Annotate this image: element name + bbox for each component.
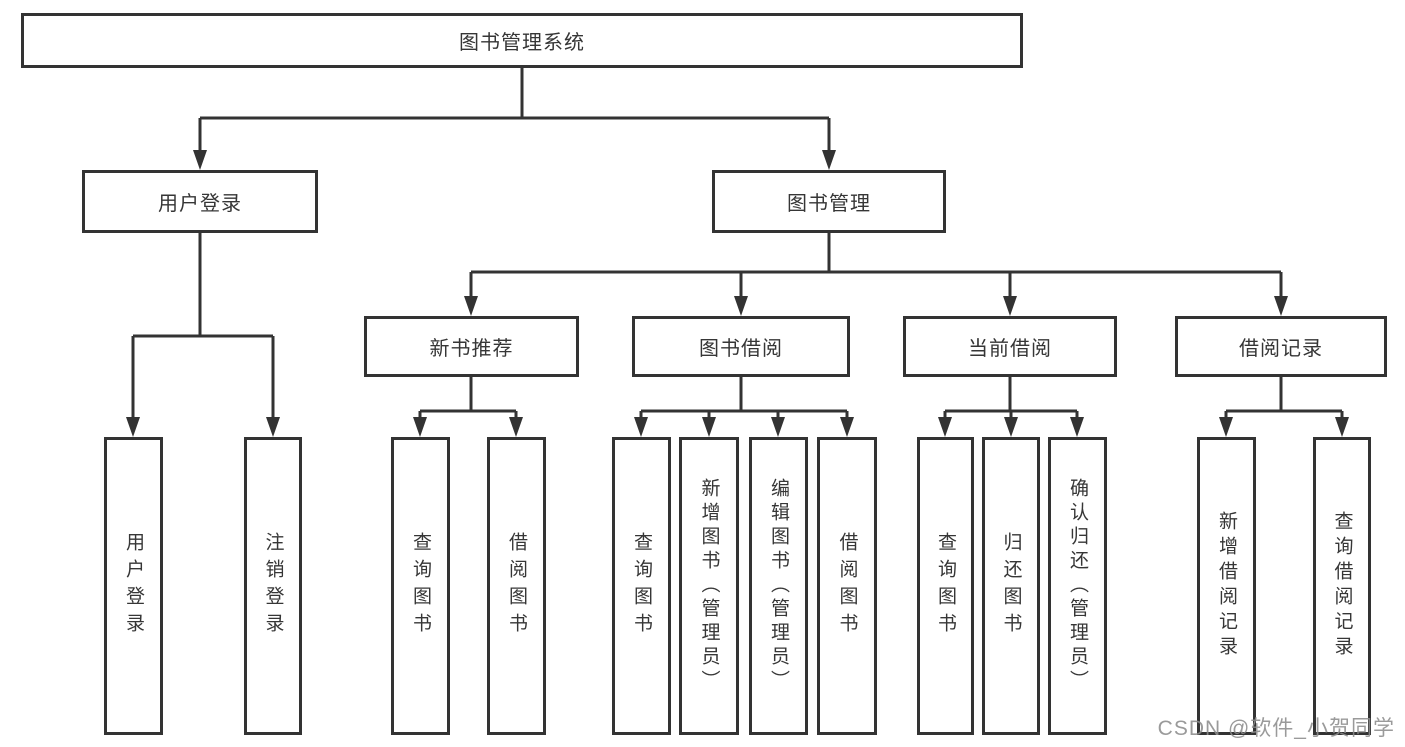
node-query-books-current: 查询图书 bbox=[917, 437, 974, 735]
node-query-borrow-record: 查询借阅记录 bbox=[1313, 437, 1371, 735]
arrowheads bbox=[126, 150, 1349, 437]
node-book-borrowing: 图书借阅 bbox=[632, 316, 850, 377]
node-library-management-system: 图书管理系统 bbox=[21, 13, 1023, 68]
node-logout-leaf: 注销登录 bbox=[244, 437, 302, 735]
node-confirm-return-admin: 确认归还（管理员） bbox=[1048, 437, 1107, 735]
node-edit-books-admin: 编辑图书（管理员） bbox=[749, 437, 808, 735]
node-book-management: 图书管理 bbox=[712, 170, 946, 233]
node-user-login-leaf: 用户登录 bbox=[104, 437, 163, 735]
node-add-books-admin: 新增图书（管理员） bbox=[679, 437, 739, 735]
node-return-books: 归还图书 bbox=[982, 437, 1040, 735]
node-borrowing-records: 借阅记录 bbox=[1175, 316, 1387, 377]
csdn-watermark: CSDN @软件_小贺同学 bbox=[1157, 717, 1395, 740]
node-user-login: 用户登录 bbox=[82, 170, 318, 233]
node-query-books-borrowing: 查询图书 bbox=[612, 437, 671, 735]
node-borrow-books-recommend: 借阅图书 bbox=[487, 437, 546, 735]
node-new-book-recommendation: 新书推荐 bbox=[364, 316, 579, 377]
node-query-books-recommend: 查询图书 bbox=[391, 437, 450, 735]
node-borrow-books-leaf: 借阅图书 bbox=[817, 437, 877, 735]
node-current-borrowing: 当前借阅 bbox=[903, 316, 1117, 377]
node-add-borrow-record: 新增借阅记录 bbox=[1197, 437, 1256, 735]
